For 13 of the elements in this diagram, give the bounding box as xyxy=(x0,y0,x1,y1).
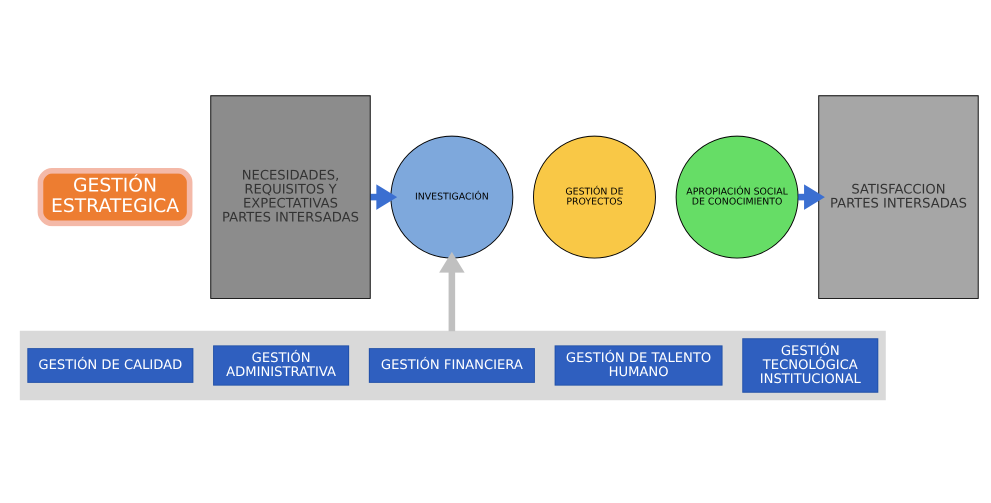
cluster xyxy=(20,330,886,400)
node-circle: GESTIÓN DE PROYECTOS xyxy=(533,136,656,259)
arrow xyxy=(439,252,465,332)
node-box: GESTIÓN DE TALENTO HUMANO xyxy=(554,345,723,386)
node-circle: APROPIACIÓN SOCIAL DE CONOCIMIENTO xyxy=(676,136,799,259)
node-box: GESTIÓN ADMINISTRATIVA xyxy=(213,345,350,386)
node-box: SATISFACCION PARTES INTERSADAS xyxy=(818,95,979,299)
node-box: GESTIÓN FINANCIERA xyxy=(368,348,535,383)
node-box: NECESIDADES, REQUISITOS Y EXPECTATIVAS PARTES INTERSADAS xyxy=(210,95,371,299)
node-box: GESTIÓN ESTRATEGICA xyxy=(38,168,192,226)
node-circle: INVESTIGACIÓN xyxy=(390,136,514,259)
node-box: GESTIÓN DE CALIDAD xyxy=(27,348,194,383)
node-box: GESTIÓN TECNOLÓGICA INSTITUCIONAL xyxy=(742,338,878,393)
